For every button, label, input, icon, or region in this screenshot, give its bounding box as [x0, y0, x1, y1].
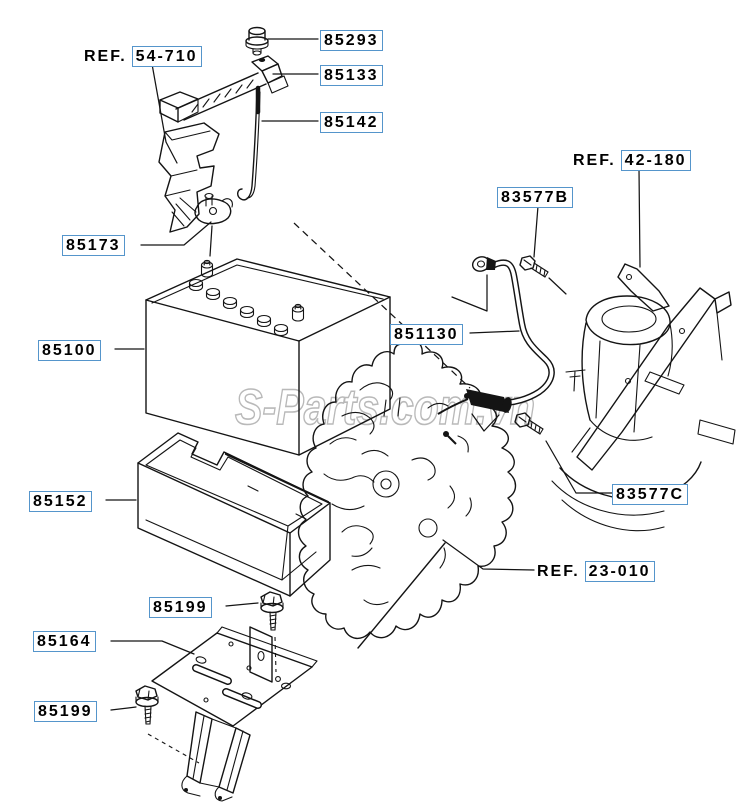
part-label-85164: 85164	[33, 631, 96, 652]
ref-prefix: REF.	[84, 48, 127, 65]
clamp-85173-drawing	[194, 192, 233, 257]
part-label-85152: 85152	[29, 491, 92, 512]
part-number-851130[interactable]: 851130	[390, 324, 463, 345]
part-number-85199-top[interactable]: 85199	[149, 597, 212, 618]
engine-lower-edge	[357, 542, 446, 649]
part-label-83577B: 83577B	[497, 187, 574, 208]
part-number-85100[interactable]: 85100	[38, 340, 101, 361]
ref-number-42-180[interactable]: 42-180	[620, 150, 691, 171]
tray-85152-drawing	[137, 432, 331, 597]
fender-ref42180-drawing	[551, 263, 736, 532]
part-label-85199-top: 85199	[149, 597, 212, 618]
ref-number-54-710[interactable]: 54-710	[131, 46, 202, 67]
part-number-85173[interactable]: 85173	[62, 235, 125, 256]
part-number-83577B[interactable]: 83577B	[497, 187, 574, 208]
leader-lines	[105, 38, 641, 711]
ref-prefix: REF.	[537, 563, 580, 580]
battery-cable-851130-drawing	[437, 255, 586, 445]
part-label-85142: 85142	[320, 112, 383, 133]
part-label-85199-left: 85199	[34, 701, 97, 722]
part-label-83577C: 83577C	[612, 484, 689, 505]
wing-bolt-85293-drawing	[245, 26, 269, 56]
part-label-ref-54-710: REF. 54-710	[84, 46, 202, 67]
bolt-85199-left-drawing	[135, 685, 159, 725]
part-number-85142[interactable]: 85142	[320, 112, 383, 133]
part-label-85293: 85293	[320, 30, 383, 51]
part-label-ref-23-010: REF. 23-010	[537, 561, 655, 582]
part-label-85100: 85100	[38, 340, 101, 361]
bolt-83577B-drawing	[519, 255, 549, 278]
engine-drawing	[297, 339, 517, 639]
part-label-85133: 85133	[320, 65, 383, 86]
rod-85142-drawing	[237, 85, 261, 201]
bracket-ref54710-drawing	[158, 122, 220, 233]
part-label-ref-42-180: REF. 42-180	[573, 150, 691, 171]
part-number-85164[interactable]: 85164	[33, 631, 96, 652]
part-label-85173: 85173	[62, 235, 125, 256]
part-number-85133[interactable]: 85133	[320, 65, 383, 86]
ref-prefix: REF.	[573, 152, 616, 169]
part-number-85293[interactable]: 85293	[320, 30, 383, 51]
hold-down-bar-85133-drawing	[159, 55, 289, 123]
part-number-85152[interactable]: 85152	[29, 491, 92, 512]
part-number-83577C[interactable]: 83577C	[612, 484, 689, 505]
part-number-85199-left[interactable]: 85199	[34, 701, 97, 722]
ref-number-23-010[interactable]: 23-010	[584, 561, 655, 582]
support-bracket-85164-drawing	[151, 626, 318, 802]
bolt-85199-top-drawing	[260, 591, 284, 631]
part-label-851130: 851130	[390, 324, 463, 345]
